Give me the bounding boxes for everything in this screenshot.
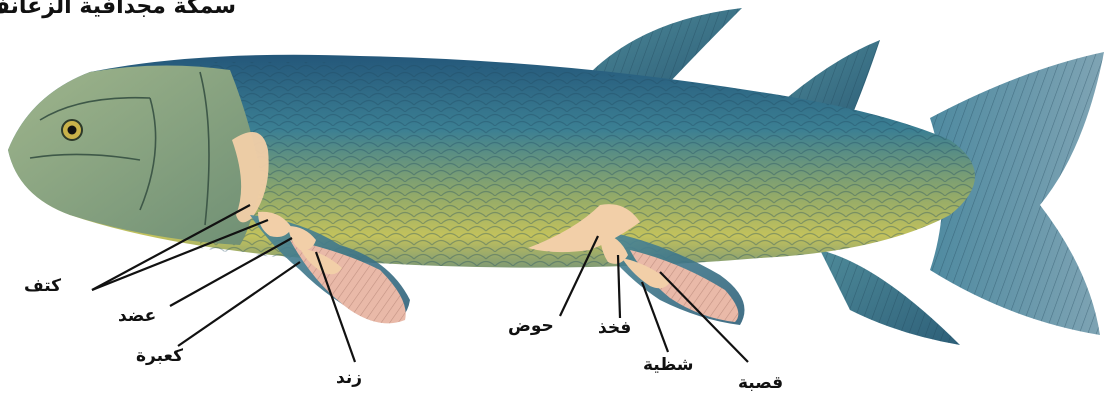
label-radius: كعبرة (136, 346, 183, 366)
label-pelvis: حوض (508, 316, 554, 336)
label-fibula: شظية (643, 355, 694, 375)
diagram-title: سمكة مجدافية الزعانف (0, 0, 236, 19)
label-femur: فخذ (598, 318, 631, 338)
label-ulna: زند (336, 368, 362, 388)
label-upper-arm: عضد (118, 306, 156, 326)
leader-radius (178, 262, 300, 346)
label-tibia: قصبة (738, 373, 783, 393)
label-shoulder: كتف (24, 276, 61, 296)
